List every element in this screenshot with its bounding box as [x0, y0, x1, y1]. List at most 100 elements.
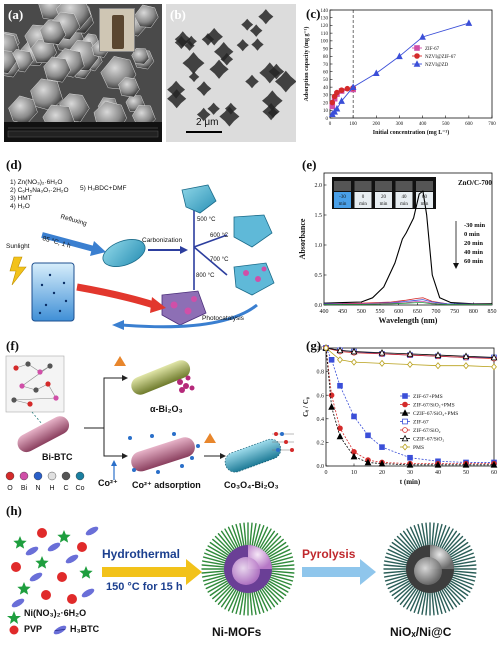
reagent-pvp: [11, 562, 21, 572]
data-point: [465, 19, 473, 26]
y-tick-label: 70: [323, 63, 329, 68]
alpha-bi2o3-rod-icon: [131, 360, 191, 395]
vial-body: [375, 192, 392, 208]
y-axis-label: Adsorption capacity (mg g⁻¹): [303, 27, 310, 102]
co-adsorbed-rod-icon: [131, 437, 195, 472]
reagent-star: [17, 582, 31, 595]
legend-entry: 20 min: [464, 240, 483, 247]
data-point: [396, 52, 403, 60]
reagent-btc: [25, 546, 39, 556]
data-point: [419, 33, 426, 40]
reagent-pvp: [41, 590, 51, 600]
beaker-icon: [31, 262, 75, 322]
x-tick-label: 600: [465, 122, 473, 127]
sem-crystal: [118, 77, 140, 98]
x-tick-label: 300: [396, 122, 404, 127]
reagent-star: [57, 530, 71, 543]
x-tick-label: 50: [463, 470, 469, 476]
reagent-star: [35, 556, 49, 569]
pyrolysis-arrow: [302, 567, 360, 577]
panel-a-sem-image: (a): [4, 4, 162, 142]
element-legend-label: C: [63, 485, 68, 492]
series-line: [325, 347, 494, 466]
co3o4-bi2o3-rod-icon: [224, 438, 282, 473]
y-tick-label: 1.0: [315, 243, 323, 249]
photocatalysis-label: Photocatalysis: [202, 315, 244, 322]
reagent-btc: [81, 588, 95, 598]
atom: [13, 365, 19, 371]
vial-label: 20: [381, 195, 387, 200]
data-point: [350, 347, 358, 355]
reagent-pvp: [57, 572, 67, 582]
y-tick-label: 90: [323, 47, 329, 52]
data-point: [406, 461, 414, 468]
legend-entry: 0 min: [464, 231, 480, 238]
x-tick-label: 550: [376, 309, 385, 315]
product-label: NiOₓ/Ni@C: [390, 625, 452, 639]
x-tick-label: 10: [351, 470, 357, 476]
data-point: [462, 352, 470, 360]
ion-label: Co²⁺: [98, 478, 118, 488]
element-legend-ball: [75, 471, 85, 481]
panel-f-label: (f): [6, 338, 19, 353]
hydrothermal-label: Hydrothermal: [102, 547, 181, 561]
x-axis-label: Initial concentration (mg L⁻¹): [373, 129, 449, 136]
legend-pvp: PVP: [24, 624, 43, 634]
legend-entry: NZVI@ZIF-67: [425, 55, 456, 60]
data-point: [406, 350, 414, 357]
legend-entry: ZIF-67/SiO₂+PMS: [413, 403, 455, 409]
condition-label: 150 °C for 15 h: [106, 581, 183, 593]
legend-entry: ZIF-67: [425, 47, 440, 52]
tem-particle: [241, 18, 254, 31]
series-line: [325, 347, 495, 358]
y-tick-label: 100: [321, 40, 329, 45]
legend-marker: [401, 434, 409, 442]
reagent-pvp: [77, 542, 87, 552]
panel-d-synthesis-scheme: (d) 1) Zn(NO₃)₂·6H₂O 2) C₆H₅Na₃O₇·2H₂O 3…: [2, 155, 294, 330]
tem-particle: [249, 24, 263, 37]
tem-particle: [224, 102, 237, 115]
data-point: [338, 87, 345, 94]
x-axis-label: Wavelength (nm): [379, 316, 438, 325]
data-point: [323, 344, 329, 352]
data-point: [434, 461, 442, 468]
sem-crystal: [131, 48, 150, 65]
x-tick-label: 650: [413, 309, 422, 315]
vial-label: 40: [402, 195, 408, 200]
data-point: [336, 346, 344, 354]
atom: [47, 363, 53, 369]
y-tick-label: 0.8: [317, 370, 325, 376]
tem-particle: [236, 39, 249, 52]
tem-particle: [220, 52, 234, 66]
step-1: 1) Zn(NO₃)₂·6H₂O: [10, 179, 63, 186]
data-point: [365, 432, 371, 439]
data-point: [333, 104, 341, 112]
tem-particle: [274, 70, 296, 93]
product-800-icon: [161, 290, 207, 326]
legend-h3btc: H₃BTC: [70, 624, 100, 634]
y-tick-label: 2.0: [315, 183, 323, 189]
red-arrow: [76, 283, 156, 309]
x-tick-label: 400: [320, 309, 329, 315]
panel-d-label: (d): [6, 157, 22, 172]
data-point: [379, 444, 385, 450]
vial-cap: [375, 181, 392, 191]
chart-e-title: ZnO/C-700: [458, 179, 492, 187]
data-point: [379, 359, 385, 367]
vial-cap: [416, 181, 433, 191]
y-tick-label: 0.5: [315, 273, 323, 279]
atom: [53, 395, 59, 401]
data-point: [364, 458, 372, 466]
atom: [25, 361, 31, 367]
y-tick-label: 50: [323, 78, 329, 83]
y-tick-label: 80: [323, 55, 329, 60]
step-4: 4) H₂O: [10, 203, 30, 210]
legend-marker: [402, 418, 408, 425]
atom: [45, 381, 51, 387]
data-point: [351, 413, 357, 420]
panel-a-label: (a): [8, 7, 24, 22]
data-point: [462, 461, 470, 468]
tem-texture: [166, 4, 296, 142]
x-tick-label: 450: [338, 309, 347, 315]
